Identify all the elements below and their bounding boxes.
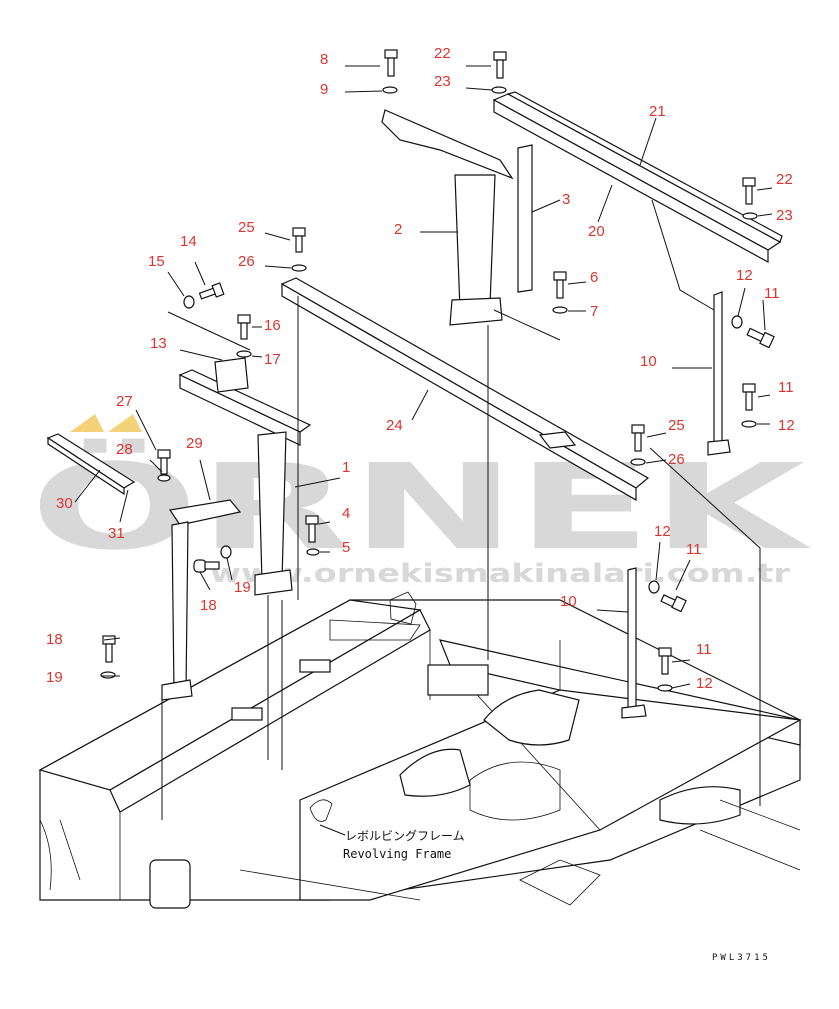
callout-10a: 10	[640, 353, 657, 370]
callout-11a: 11	[764, 285, 780, 302]
bolt-icon-11c	[660, 594, 687, 613]
plate-3	[517, 144, 533, 293]
bracket-13	[178, 357, 312, 596]
callout-25a: 25	[238, 219, 255, 236]
bolt-icon-18a	[193, 559, 220, 573]
washer-icon-28	[157, 474, 171, 482]
callout-13: 13	[150, 335, 167, 352]
bolt-icon-11d	[658, 647, 672, 675]
callout-26b: 26	[668, 451, 685, 468]
washer-icon-17	[236, 350, 252, 358]
callout-12b: 12	[778, 417, 795, 434]
washer-icon-23a	[491, 86, 507, 94]
bolt-icon-11a	[746, 327, 775, 349]
callout-28: 28	[116, 441, 133, 458]
callout-19a: 19	[234, 579, 251, 596]
drawing-code: PWL3715	[712, 953, 771, 963]
bracket-2	[381, 109, 514, 326]
callout-7: 7	[590, 303, 598, 320]
stays-10	[621, 291, 731, 719]
callout-25b: 25	[668, 417, 685, 434]
washer-icon-7	[552, 306, 568, 314]
washer-icon-12a	[731, 315, 743, 329]
watermark-url: www.ornekismakinalari.com.tr	[210, 559, 790, 589]
bolt-icon-11b	[742, 383, 756, 411]
callout-8: 8	[320, 51, 328, 68]
frame-label-en: Revolving Frame	[343, 847, 451, 861]
callout-9: 9	[320, 81, 328, 98]
callout-21: 21	[649, 103, 666, 120]
callout-17: 17	[264, 351, 281, 368]
washer-icon-12c	[648, 580, 660, 594]
callout-14: 14	[180, 233, 197, 250]
washer-icon-15	[183, 295, 195, 309]
callout-11c: 11	[686, 541, 702, 558]
callout-12d: 12	[696, 675, 713, 692]
bolt-icon-27	[157, 449, 171, 475]
bolt-icon-4	[305, 515, 319, 543]
callout-4: 4	[342, 505, 350, 522]
revolving-frame	[38, 591, 802, 909]
rail-20-21	[492, 91, 783, 264]
callout-15: 15	[148, 253, 165, 270]
callout-26a: 26	[238, 253, 255, 270]
callout-11b: 11	[778, 379, 794, 396]
washer-icon-12d	[657, 684, 673, 692]
callout-3: 3	[562, 191, 570, 208]
callout-10b: 10	[560, 593, 577, 610]
callout-27: 27	[116, 393, 133, 410]
washer-icon-19b	[100, 671, 116, 679]
callout-6: 6	[590, 269, 598, 286]
bolt-icon-25b	[631, 424, 645, 452]
washer-icon-12b	[741, 420, 757, 428]
callout-1: 1	[342, 459, 350, 476]
callout-24: 24	[386, 417, 403, 434]
callout-11d: 11	[696, 641, 712, 658]
leader-lines	[74, 65, 773, 820]
bolt-icon-25a	[292, 227, 306, 253]
callout-5: 5	[342, 539, 350, 556]
beam-24	[280, 277, 650, 502]
callout-2: 2	[394, 221, 402, 238]
fasteners	[100, 49, 775, 692]
bolt-icon-18b	[102, 635, 116, 663]
callout-18b: 18	[46, 631, 63, 648]
bolt-icon-6	[553, 271, 567, 299]
washer-icon-19a	[220, 545, 232, 559]
watermark: ÖRNEK www.ornekismakinalari.com.tr	[30, 414, 813, 589]
bolt-icon-22a	[493, 51, 507, 79]
callout-19b: 19	[46, 669, 63, 686]
callout-30: 30	[56, 495, 73, 512]
plate-30-31	[46, 433, 136, 496]
washer-icon-26a	[291, 264, 307, 272]
callout-12a: 12	[736, 267, 753, 284]
washer-icon-26b	[630, 458, 646, 466]
callout-31: 31	[108, 525, 125, 542]
callout-22b: 22	[776, 171, 793, 188]
washer-icon-5	[306, 548, 320, 556]
washer-icon-23b	[742, 212, 758, 220]
callouts: 8 9 22 23 21 3 2 20 22 23 25 26 14 15 6 …	[46, 45, 795, 692]
bolt-icon-8	[384, 49, 398, 77]
callout-29: 29	[186, 435, 203, 452]
frame-label: レボルビングフレーム Revolving Frame	[319, 824, 465, 861]
bolt-icon-16	[237, 314, 251, 340]
frame-label-jp: レボルビングフレーム	[345, 829, 465, 843]
bolt-icon-22b	[742, 177, 756, 205]
bolt-icon-14	[198, 282, 225, 300]
washer-icon-9	[382, 86, 398, 94]
callout-18a: 18	[200, 597, 217, 614]
callout-22a: 22	[434, 45, 451, 62]
callout-12c: 12	[654, 523, 671, 540]
bracket-29	[161, 499, 242, 701]
callout-23a: 23	[434, 73, 451, 90]
callout-16: 16	[264, 317, 281, 334]
callout-23b: 23	[776, 207, 793, 224]
callout-20: 20	[588, 223, 605, 240]
